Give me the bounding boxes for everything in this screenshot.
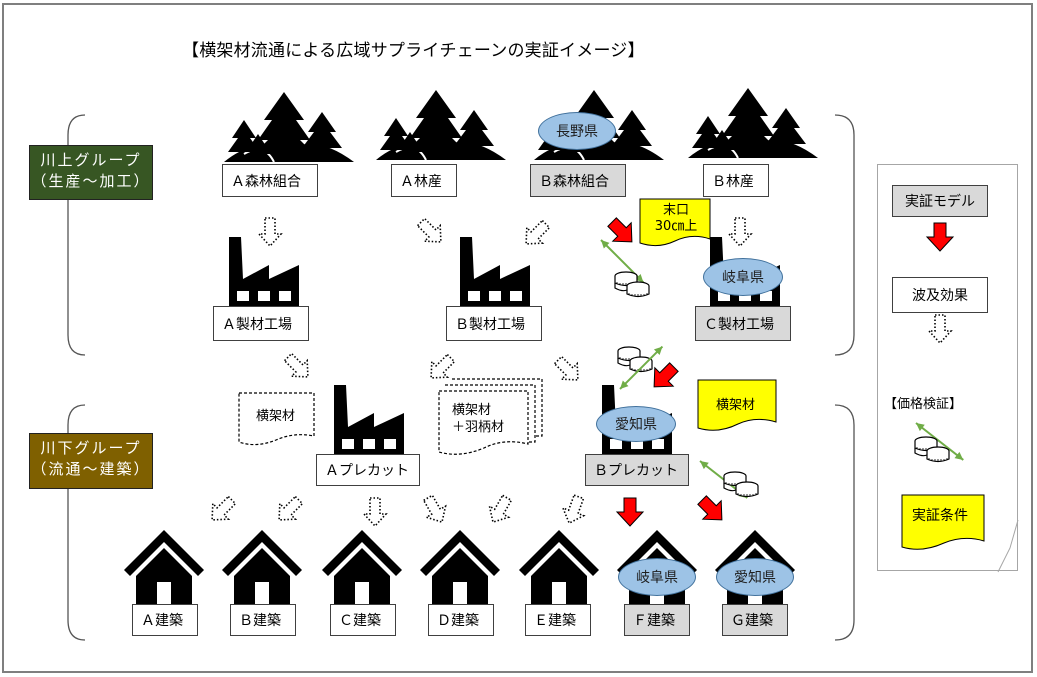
prefecture-badge-aichi: 愛知県 (716, 558, 794, 596)
flow-arrow-icon (258, 217, 282, 247)
flow-arrow-icon (422, 349, 460, 387)
prefecture-badge-aichi: 愛知県 (596, 406, 676, 442)
downstream-bracket-left (67, 404, 86, 641)
legend-model-box: 実証モデル (892, 185, 988, 217)
legend-red-arrow-icon (926, 222, 954, 252)
legend-conditions-text: 実証条件 (912, 508, 968, 524)
supply-arrow-icon (644, 357, 684, 397)
beam-plus-document-stack (438, 378, 543, 455)
factory-icon (334, 385, 404, 455)
legend-dashed-arrow-icon (928, 314, 952, 344)
forest-a-lumber: Ａ林産 (391, 164, 457, 197)
builder-e: Ｅ建築 (525, 604, 591, 636)
factory-icon (229, 237, 299, 307)
precut-a: Ａプレカット (316, 454, 420, 486)
house-icon (124, 530, 204, 610)
builder-a: Ａ建築 (132, 604, 198, 636)
beam-document-dashed (238, 392, 315, 446)
builder-g: Ｇ建築 (722, 604, 788, 636)
beam-document-dashed-text: 横架材 (256, 409, 296, 424)
coins-icon (614, 271, 650, 298)
house-icon (322, 530, 402, 610)
beam-document-yellow (697, 379, 777, 431)
flow-arrow-icon (279, 348, 317, 386)
coins-icon (617, 346, 653, 373)
log-spec-note (639, 198, 711, 247)
log-spec-note-text: 末口 30㎝上 (648, 203, 704, 235)
page-curl-icon (997, 519, 1019, 573)
sawmill-a: Ａ製材工場 (213, 306, 309, 341)
downstream-group-label: 川下グループ （流通～建築） (29, 433, 153, 489)
precut-b: Ｂプレカット (585, 454, 689, 486)
flow-arrow-icon (417, 491, 453, 529)
beam-plus-line1: 横架材 (452, 403, 492, 418)
sawmill-b: Ｂ製材工場 (446, 306, 542, 341)
legend-conditions-note (901, 494, 985, 550)
flow-arrow-icon (517, 215, 555, 253)
beam-plus-document-text: 横架材 ＋羽柄材 (452, 402, 504, 436)
upstream-group-title: 川上グループ (40, 151, 142, 169)
house-icon (420, 530, 500, 610)
forest-icon (687, 87, 819, 159)
forest-b-cooperative: Ｂ森林組合 (530, 164, 626, 197)
upstream-bracket-left (67, 114, 86, 356)
flow-arrow-icon (482, 491, 518, 529)
price-arrow-icon (597, 236, 648, 287)
log-spec-line1: 末口 (662, 203, 689, 218)
house-icon (222, 530, 302, 610)
flow-arrow-icon (363, 497, 387, 527)
builder-f: Ｆ建築 (624, 604, 690, 636)
beam-plus-line2: ＋羽柄材 (452, 420, 505, 435)
downstream-group-subtitle: （流通～建築） (31, 460, 151, 478)
flow-arrow-icon (558, 492, 590, 528)
prefecture-badge-gifu: 岐阜県 (703, 258, 783, 296)
prefecture-badge-nagano: 長野県 (538, 112, 616, 150)
diagram-frame (2, 3, 1033, 673)
downstream-group-title: 川下グループ (40, 439, 142, 457)
factory-icon (460, 237, 530, 307)
upstream-group-subtitle: （生産～加工） (31, 172, 151, 190)
house-icon (519, 530, 599, 610)
log-spec-line2: 30㎝上 (654, 219, 698, 234)
builder-c: Ｃ建築 (330, 604, 396, 636)
flow-arrow-icon (203, 491, 241, 529)
builder-b: Ｂ建築 (230, 604, 296, 636)
diagram-title: 【横架材流通による広域サプライチェーンの実証イメージ】 (182, 41, 645, 61)
sawmill-c: Ｃ製材工場 (695, 306, 791, 341)
flow-arrow-icon (549, 351, 587, 389)
prefecture-badge-gifu: 岐阜県 (618, 558, 696, 596)
coins-icon (723, 471, 759, 498)
legend-ripple-box: 波及効果 (892, 277, 988, 313)
legend-coins-icon (914, 436, 950, 463)
forest-b-lumber: Ｂ林産 (703, 164, 769, 197)
flow-arrow-icon (270, 491, 308, 529)
supply-arrow-icon (602, 212, 642, 252)
forest-icon (223, 91, 355, 163)
flow-arrow-icon (412, 213, 450, 251)
beam-document-yellow-text: 横架材 (716, 398, 756, 413)
supply-arrow-icon (616, 497, 644, 527)
builder-d: Ｄ建築 (428, 604, 494, 636)
legend-price-arrow-icon (912, 418, 967, 465)
supply-arrow-icon (692, 490, 732, 530)
downstream-bracket-right (834, 404, 855, 641)
legend-panel: 実証モデル 波及効果 【価格検証】 実証条件 (877, 164, 1019, 573)
forest-a-cooperative: Ａ森林組合 (222, 164, 318, 197)
flow-arrow-icon (728, 217, 752, 247)
forest-icon (375, 89, 507, 161)
upstream-group-label: 川上グループ （生産～加工） (29, 145, 153, 200)
upstream-bracket-right (834, 114, 855, 356)
legend-price-check: 【価格検証】 (884, 397, 963, 412)
price-arrow-icon (696, 456, 751, 503)
